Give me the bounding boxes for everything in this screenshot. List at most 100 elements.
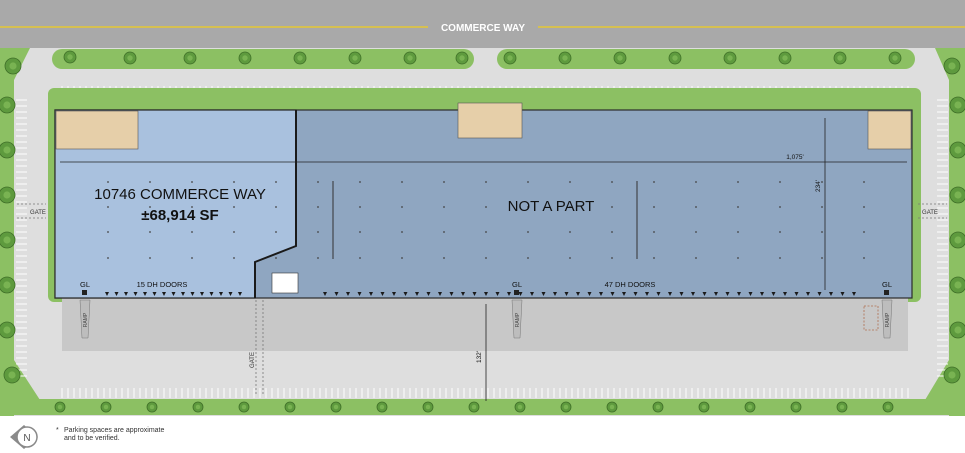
footnote-line-1: Parking spaces are approximate [64,427,165,434]
column-dot [863,231,865,233]
column-dot [275,206,277,208]
tree-canopy [954,236,962,244]
column-dot [191,257,193,259]
tree-canopy [195,404,201,410]
column-dot [107,206,109,208]
ramp-west [79,299,91,339]
dock-door [737,292,741,296]
tree-canopy [242,55,248,61]
gate-west: GATE [30,210,46,216]
dock-door [219,292,223,296]
dock-door [817,292,822,296]
ramp-central-label: RAMP [515,312,521,327]
dock-door [541,292,546,296]
unit-area: ±68,914 SF [141,207,218,224]
trees [0,50,965,413]
dock-door [783,292,787,296]
dock-door [426,292,431,296]
footnote-line-2: and to be verified. [64,435,120,442]
tree-canopy [793,404,799,410]
office-west [55,110,139,150]
north-arrow: N [10,425,38,449]
dock-door [760,292,764,296]
dock-door [143,292,147,296]
future-ramp-area [863,305,879,331]
grade-level-marker [514,290,519,295]
office-central [457,102,523,139]
column-dot [653,181,655,183]
dock-door [152,292,157,296]
column-dot [779,181,781,183]
office-east [867,110,912,150]
tree-canopy [948,371,956,379]
dock-door [668,292,672,296]
not-a-part-label: NOT A PART [508,198,595,215]
column-dot [821,257,823,259]
unit-doors-count: 15 DH DOORS [137,280,188,289]
dock-door [518,292,523,296]
column-dot [611,231,613,233]
tree-canopy [517,404,523,410]
column-dot [527,231,529,233]
dock-door [553,292,557,296]
column-dot [653,231,655,233]
truck-court [62,298,908,351]
dock-door [622,292,626,296]
column-dot [485,181,487,183]
dock-door [829,292,833,296]
tree-canopy [459,55,465,61]
column-dot [569,181,571,183]
column-dot [401,206,403,208]
tree-canopy [407,55,413,61]
dock-door [610,292,615,296]
dock-door [369,292,373,296]
dock-door [190,292,195,296]
depth-dimension: 234' [815,180,822,192]
column-dot [275,231,277,233]
tree-canopy [507,55,513,61]
column-dot [737,181,739,183]
column-dot [779,257,781,259]
tree-canopy [885,404,891,410]
tree-canopy [187,55,193,61]
tree-canopy [287,404,293,410]
dock-door [691,292,695,296]
dock-door [114,292,119,296]
tree-canopy [379,404,385,410]
restroom-core [271,272,299,294]
dock-door [530,292,534,296]
tree-canopy [333,404,339,410]
column-dot [359,181,361,183]
tree-canopy [471,404,477,410]
column-dot [863,257,865,259]
dock-door [449,292,454,296]
tree-canopy [839,404,845,410]
tree-canopy [3,101,11,109]
tree-canopy [837,55,843,61]
dock-door [162,292,166,296]
column-dot [443,206,445,208]
gate-east: GATE [922,210,938,216]
tree-canopy [954,191,962,199]
dock-door [794,292,799,296]
dock-door [415,292,419,296]
dock-door [587,292,592,296]
column-dot [863,206,865,208]
dock-door [238,292,242,296]
tree-canopy [352,55,358,61]
tree-canopy [297,55,303,61]
dock-door [748,292,753,296]
column-dot [821,206,823,208]
column-dot [443,181,445,183]
south-landscape-strip [0,399,965,415]
column-dot [695,181,697,183]
dock-door [124,292,128,296]
grade-level-door-central: GL [512,280,522,289]
commerce-way-road [0,0,965,50]
dock-door [357,292,362,296]
grade-level-door-east: GL [882,280,892,289]
dock-door [599,292,603,296]
column-dot [149,206,151,208]
ramp-west-label: RAMP [83,312,89,327]
dock-door [461,292,465,296]
